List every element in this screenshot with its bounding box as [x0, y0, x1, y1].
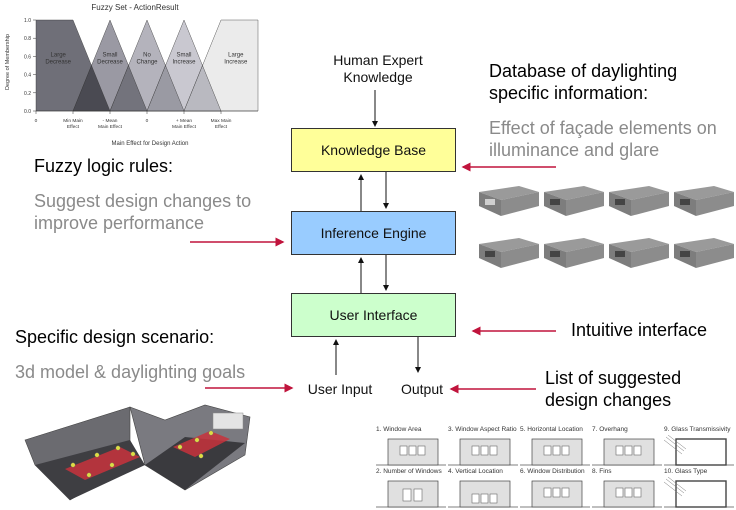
glass-icon: [664, 477, 734, 508]
design-change-label: 3. Window Aspect Ratio: [448, 426, 517, 433]
design-change-label: 1. Window Area: [376, 426, 422, 433]
x-tick-label: Max Main: [211, 118, 232, 124]
model-work-plane-left: [65, 447, 140, 480]
membership-label: Increase: [172, 59, 196, 65]
design-change-item: 6. Window Distribution: [520, 468, 592, 508]
facade-wall-icon: [592, 480, 662, 508]
design-changes-grid: 1. Window Area 2. Number of Windows 3. Win…: [376, 426, 736, 510]
model-window: [212, 412, 244, 430]
facade-variant-thumbnail: [609, 238, 669, 268]
x-tick-label: + Mean: [176, 118, 192, 124]
fuzzy-set-chart: Fuzzy Set - ActionResult LargeDecreaseSm…: [5, 3, 259, 147]
facade-wall-icon: [520, 480, 590, 508]
membership-label: Change: [136, 59, 158, 65]
model-floor-right: [145, 437, 245, 490]
3d-room-model: [24, 404, 251, 501]
facade-variant-thumbnail: [544, 238, 604, 268]
x-tick-label: Min Main: [63, 118, 83, 124]
user-interface-label: User Interface: [329, 307, 418, 323]
facade-variant-thumbnail: [544, 186, 604, 216]
design-change-item: 5. Horizontal Location: [520, 426, 592, 466]
design-change-item: 10. Glass Type: [664, 468, 736, 508]
fuzzy-rules-heading: Fuzzy logic rules:: [34, 156, 174, 176]
facade-variant-thumbnail: [479, 238, 539, 268]
database-heading: Database of daylighting specific informa…: [489, 61, 678, 103]
glass-icon: [664, 435, 734, 466]
membership-label: Large: [51, 52, 67, 58]
facade-wall-icon: [376, 480, 446, 508]
y-tick-label: 0.2: [24, 91, 31, 97]
inference-engine-box: Inference Engine: [291, 211, 456, 255]
y-tick-label: 0.6: [24, 54, 31, 60]
x-tick-label: Main Effect: [98, 124, 123, 130]
design-change-label: 9. Glass Transmissivity: [664, 426, 731, 433]
x-tick-label: Effect: [67, 124, 80, 130]
membership-labels: LargeDecreaseSmallDecreaseNoChangeSmallI…: [45, 52, 248, 65]
human-expert-knowledge-label: Human Expert Knowledge: [318, 52, 438, 86]
membership-label: Large: [228, 52, 244, 58]
knowledge-base-label: Knowledge Base: [320, 142, 427, 158]
facade-variant-thumbnail: [479, 186, 539, 216]
y-tick-label: 0.4: [24, 73, 31, 79]
model-sensors: [70, 430, 214, 478]
x-tick-label: Main Effect: [172, 124, 197, 130]
design-change-label: 5. Horizontal Location: [520, 426, 583, 433]
membership-label: Small: [176, 52, 191, 58]
membership-label: Increase: [224, 59, 248, 65]
facade-wall-icon: [448, 438, 518, 466]
human-expert-line-1: Human Expert: [333, 52, 423, 68]
facade-wall-icon: [592, 438, 662, 466]
membership-label: Decrease: [45, 59, 71, 65]
facade-variant-thumbnail: [674, 186, 734, 216]
membership-label: Small: [102, 52, 117, 58]
design-change-item: 2. Number of Windows: [376, 468, 448, 508]
x-axis-label: Main Effect for Design Action: [112, 141, 189, 147]
output-label: Output: [400, 381, 444, 397]
fuzzy-rules-subtext: Suggest design changes to improve perfor…: [34, 191, 252, 233]
membership-label: No: [143, 52, 151, 58]
facade-variant-thumbnail: [609, 186, 669, 216]
scenario-heading: Specific design scenario:: [15, 327, 215, 347]
design-change-label: 6. Window Distribution: [520, 468, 585, 475]
design-change-label: 2. Number of Windows: [376, 468, 442, 475]
design-change-item: 3. Window Aspect Ratio: [448, 426, 520, 466]
facade-wall-icon: [448, 480, 518, 508]
y-axis-label: Degree of Membership: [5, 34, 11, 90]
human-expert-line-2: Knowledge: [343, 69, 413, 85]
facade-wall-icon: [376, 438, 446, 466]
design-change-item: 4. Vertical Location: [448, 468, 520, 508]
design-change-label: 8. Fins: [592, 468, 612, 475]
y-tick-label: 0.0: [24, 109, 31, 115]
facade-thumbnails: [479, 186, 734, 268]
design-change-label: 4. Vertical Location: [448, 468, 503, 475]
design-change-item: 8. Fins: [592, 468, 664, 508]
x-tick-label: Effect: [215, 124, 228, 130]
database-subtext: Effect of façade elements on illuminance…: [489, 118, 717, 160]
x-tick-label: - Mean: [103, 118, 118, 124]
user-input-label: User Input: [307, 381, 373, 397]
membership-areas: [35, 19, 259, 112]
model-work-plane-right: [173, 431, 230, 457]
scenario-subtext: 3d model & daylighting goals: [15, 362, 246, 382]
knowledge-base-box: Knowledge Base: [291, 128, 456, 172]
design-change-item: 9. Glass Transmissivity: [664, 426, 736, 466]
inference-engine-label: Inference Engine: [320, 225, 427, 241]
user-interface-box: User Interface: [291, 293, 456, 337]
y-tick-label: 1.0: [24, 18, 31, 24]
x-tick-label: 0: [146, 118, 149, 124]
suggestions-heading: List of suggested design changes: [545, 368, 682, 410]
intuitive-interface-heading: Intuitive interface: [571, 320, 708, 340]
facade-wall-icon: [520, 438, 590, 466]
design-change-item: 7. Overhang: [592, 426, 664, 466]
design-change-label: 7. Overhang: [592, 426, 628, 433]
design-change-item: 1. Window Area: [376, 426, 448, 466]
x-tick-label: 0: [35, 118, 38, 124]
facade-variant-thumbnail: [674, 238, 734, 268]
design-change-label: 10. Glass Type: [664, 468, 708, 475]
chart-title: Fuzzy Set - ActionResult: [91, 3, 179, 12]
y-tick-label: 0.8: [24, 36, 31, 42]
membership-label: Decrease: [97, 59, 123, 65]
